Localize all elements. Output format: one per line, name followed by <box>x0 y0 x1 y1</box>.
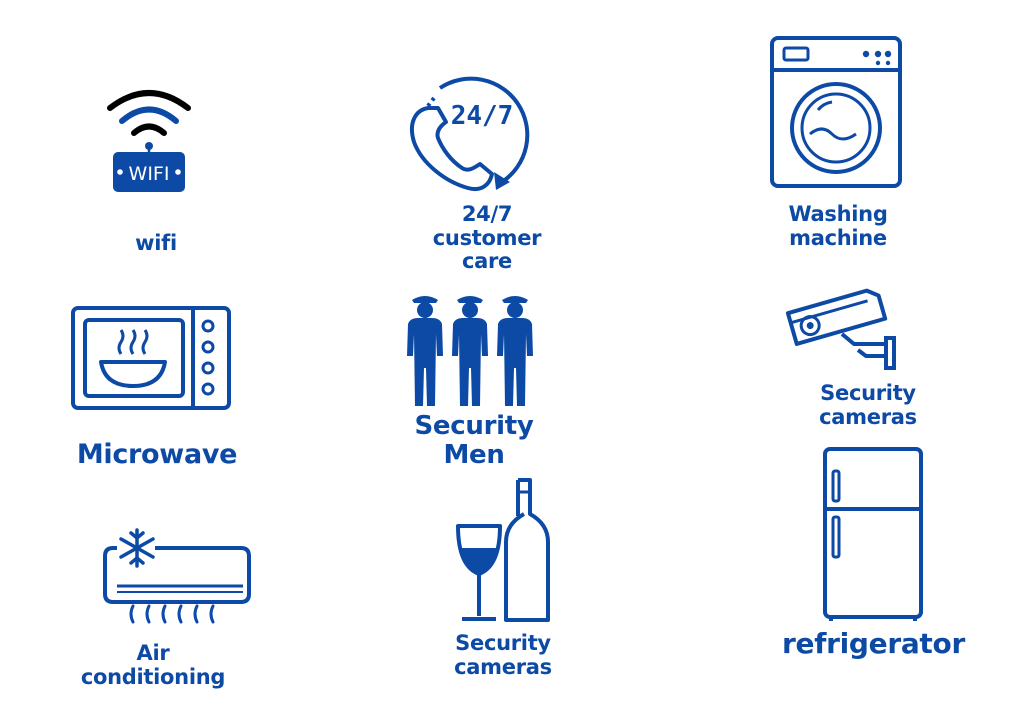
microwave-icon <box>71 306 231 410</box>
wine-security-cameras-label: Security cameras <box>454 631 552 679</box>
customer-care-icon-text: 24/7 <box>451 101 514 131</box>
air-conditioning-label: Air conditioning <box>80 641 226 689</box>
customer-care-24-7-icon: 24/7 <box>406 64 538 192</box>
wifi-icon-text: WIFI <box>129 163 170 185</box>
wine-bottle-glass-icon <box>454 476 554 624</box>
security-men-label: Security Men <box>414 411 534 471</box>
wifi-label: wifi <box>135 231 177 255</box>
customer-care-label: 24/7 customer care <box>432 202 542 274</box>
wifi-icon: WIFI <box>104 86 194 198</box>
security-men-icon <box>406 290 536 406</box>
air-conditioner-icon <box>103 528 251 624</box>
security-cameras-label: Security cameras <box>819 381 917 429</box>
refrigerator-icon <box>823 447 923 621</box>
refrigerator-label: refrigerator <box>782 627 965 660</box>
washing-machine-label: Washing machine <box>788 202 888 250</box>
security-camera-icon <box>785 284 898 378</box>
microwave-label: Microwave <box>76 439 238 470</box>
washing-machine-icon <box>770 36 902 188</box>
